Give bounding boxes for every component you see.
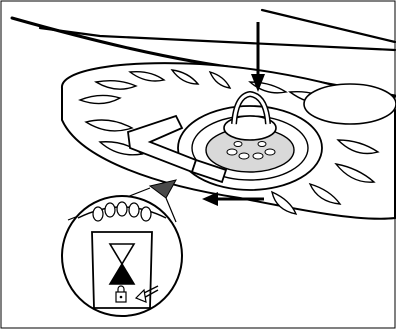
detail-inset <box>62 196 182 316</box>
